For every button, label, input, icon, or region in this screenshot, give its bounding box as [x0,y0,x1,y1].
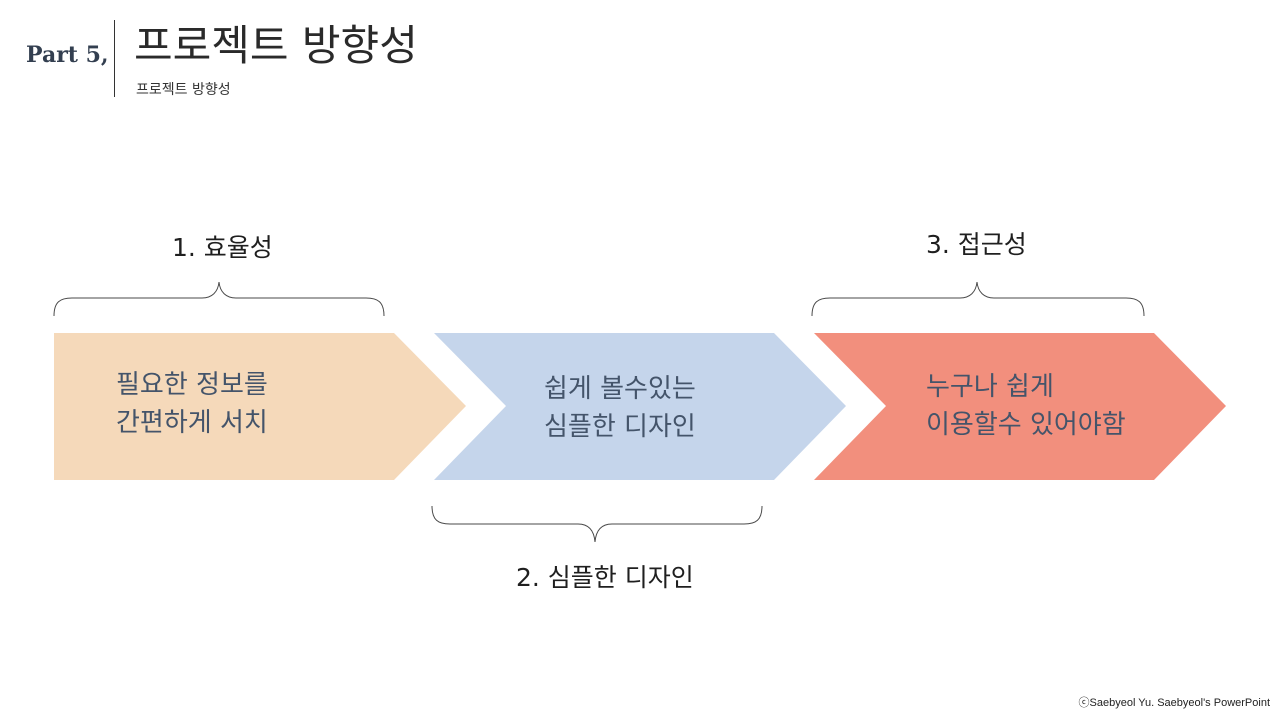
step-3-description: 누구나 쉽게 이용할수 있어야함 [926,368,1126,444]
step-2-line-1: 쉽게 볼수있는 [544,374,696,404]
step-1-description: 필요한 정보를 간편하게 서치 [116,366,268,442]
step-2-line-2: 심플한 디자인 [544,412,696,442]
brace-step-2 [431,505,763,543]
step-1-line-1: 필요한 정보를 [116,370,268,400]
header-divider [114,20,115,97]
step-1-line-2: 간편하게 서치 [116,408,268,438]
page-subtitle: 프로젝트 방향성 [136,82,231,98]
step-1-heading: 1. 효율성 [172,233,273,262]
step-3-line-1: 누구나 쉽게 [926,372,1054,402]
brace-step-3 [811,281,1145,317]
page-title: 프로젝트 방향성 [134,21,418,70]
step-3-line-2: 이용할수 있어야함 [926,410,1126,440]
step-2-heading: 2. 심플한 디자인 [516,563,694,592]
step-2-description: 쉽게 볼수있는 심플한 디자인 [544,370,696,446]
brace-step-1 [53,281,385,317]
chevron-step-2 [434,333,846,480]
part-label: Part 5, [26,42,109,68]
copyright-credit: ⓒSaebyeol Yu. Saebyeol's PowerPoint [1078,697,1270,709]
chevron-step-1 [54,333,466,480]
step-3-heading: 3. 접근성 [926,230,1027,259]
chevron-step-3 [814,333,1226,480]
